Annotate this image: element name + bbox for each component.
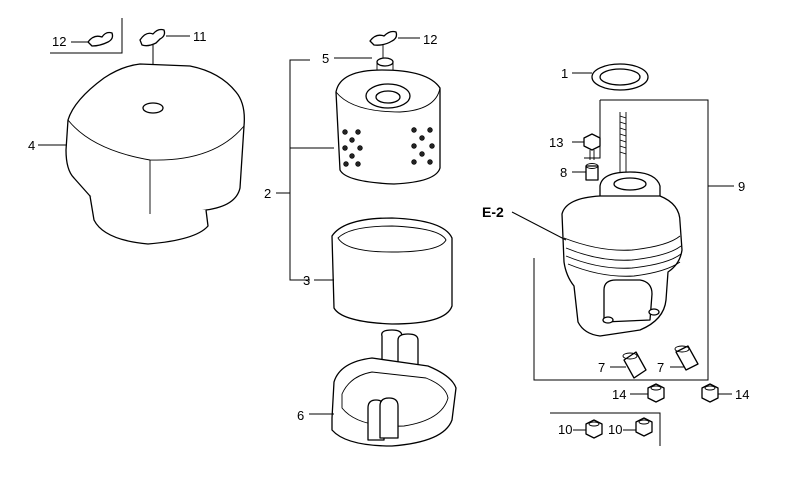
collar-part-7-left	[622, 351, 647, 379]
callout-4: 4	[28, 138, 35, 153]
flange-nut-part-10-left	[585, 419, 603, 439]
gasket-part-1	[591, 63, 649, 91]
callout-8: 8	[560, 165, 567, 180]
bracket-9	[533, 99, 734, 381]
callout-1: 1	[561, 66, 568, 81]
callout-5: 5	[322, 51, 329, 66]
callout-12-left: 12	[52, 34, 66, 49]
callout-e2-reference: E-2	[482, 204, 504, 220]
nut-group-bracket-10	[550, 412, 661, 446]
flange-nut-part-14-right	[701, 383, 719, 403]
bracket-2	[276, 59, 334, 281]
callout-14-left: 14	[612, 387, 626, 402]
filter-holes	[342, 127, 435, 167]
bolt-part-13	[583, 133, 601, 160]
callout-10-left: 10	[558, 422, 572, 437]
callout-7-left: 7	[598, 360, 605, 375]
collar-part-7-right	[674, 345, 699, 371]
callout-9: 9	[738, 179, 745, 194]
foam-element-part-3	[331, 217, 453, 325]
air-filter-element-part-5	[335, 57, 441, 185]
wing-nut-part-12-left	[87, 31, 114, 47]
callout-11: 11	[193, 29, 207, 44]
callout-13: 13	[549, 135, 563, 150]
callout-7-right: 7	[657, 360, 664, 375]
callout-3: 3	[303, 273, 310, 288]
air-cleaner-base-part-6	[331, 329, 457, 447]
wing-nut-part-12-center	[369, 30, 398, 58]
spacer-part-8	[585, 163, 599, 181]
callout-10-right: 10	[608, 422, 622, 437]
air-cleaner-cover-part-4	[65, 63, 245, 245]
callout-2: 2	[264, 186, 271, 201]
elbow-case-part-9	[561, 112, 683, 337]
wing-nut-part-11	[139, 28, 166, 47]
callout-6: 6	[297, 408, 304, 423]
callout-12-center: 12	[423, 32, 437, 47]
callout-14-right: 14	[735, 387, 749, 402]
flange-nut-part-14-left	[647, 383, 665, 403]
flange-nut-part-10-right	[635, 417, 653, 437]
wing-nut-bracket	[50, 18, 123, 54]
